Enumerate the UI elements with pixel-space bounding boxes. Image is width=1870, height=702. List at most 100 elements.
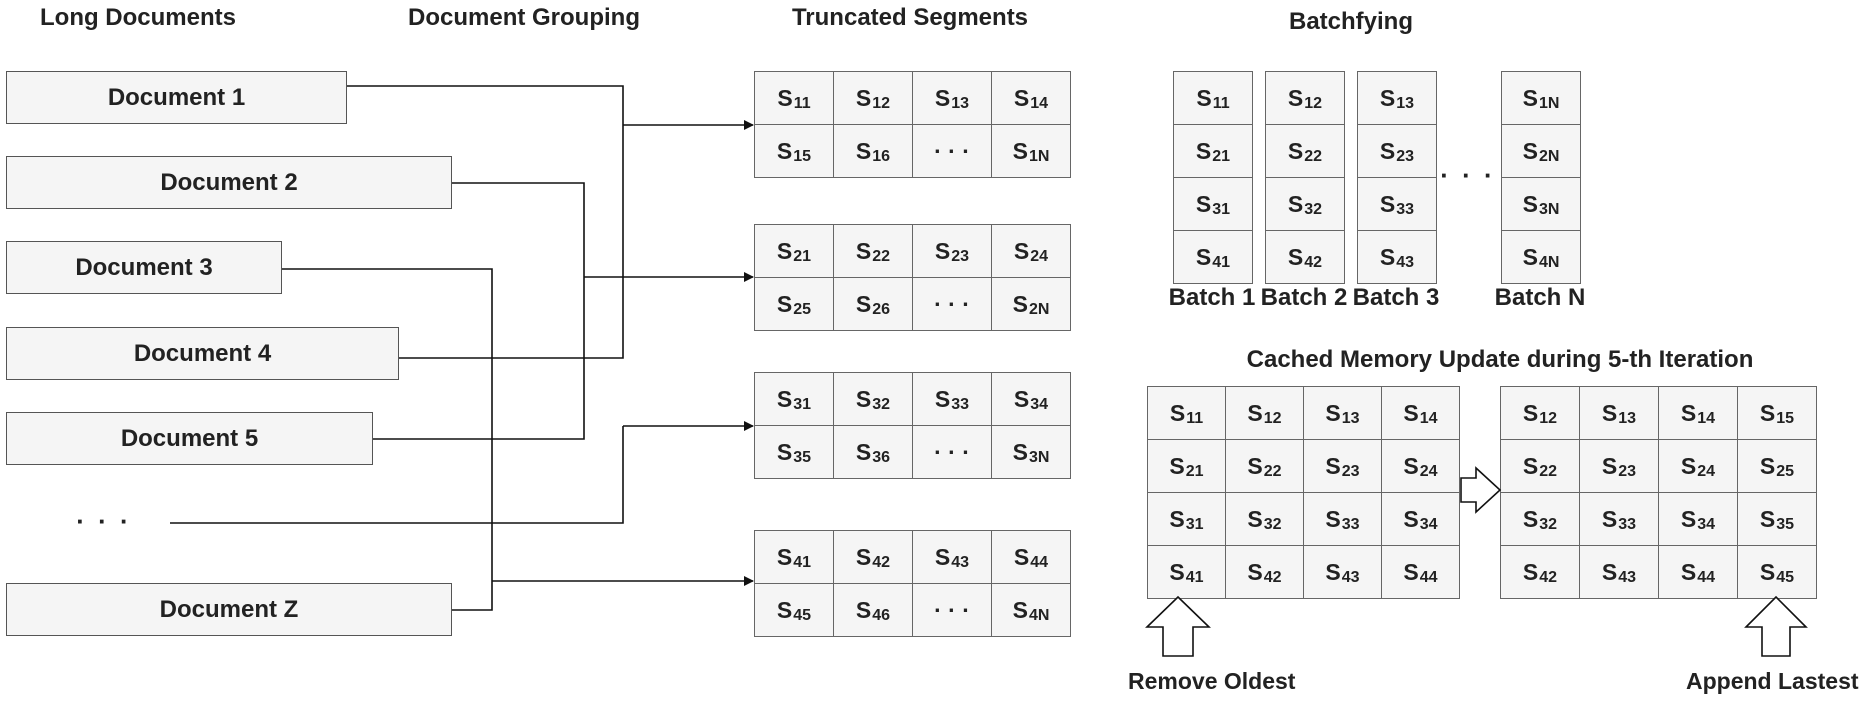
batches-ellipsis: · · · [1440,160,1496,190]
connector-doc3 [282,268,493,581]
document-box: Document 2 [6,156,452,209]
connector-ellipsis [170,426,624,524]
document-box: Document 3 [6,241,282,294]
append-lastest-arrow [1744,595,1808,657]
remove-oldest-arrow [1145,595,1211,657]
batch-label: Batch 3 [1352,284,1440,311]
connector-doc4 [399,125,624,359]
heading-document-grouping: Document Grouping [408,4,640,31]
heading-truncated-segments: Truncated Segments [791,4,1029,31]
connector-doc1 [347,85,624,125]
heading-cached-memory: Cached Memory Update during 5-th Iterati… [1246,346,1754,373]
segment-cell: · · · [913,125,992,178]
document-box: Document 1 [6,71,347,124]
heading-long-documents: Long Documents [40,4,236,31]
batch-label: Batch 1 [1168,284,1256,311]
heading-batchfying: Batchfying [1288,8,1414,35]
batch-label: Batch N [1494,284,1586,311]
batch-label: Batch 2 [1260,284,1348,311]
connector-doc5 [373,277,585,440]
connector-doc2 [452,182,585,277]
segment-cell: · · · [913,584,992,637]
segment-cell: · · · [913,426,992,479]
remove-oldest-label: Remove Oldest [1128,668,1296,694]
document-box: Document Z [6,583,452,636]
